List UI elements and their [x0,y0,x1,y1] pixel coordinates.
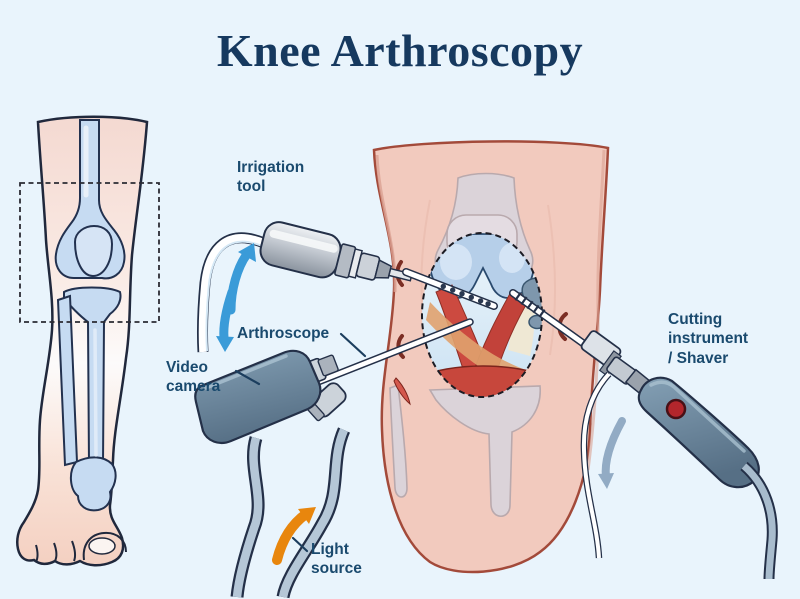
shaver-illustration [509,289,778,580]
leg-overview-illustration [16,115,160,567]
video-camera-illustration [194,349,351,599]
label-cutting-instrument: Cutting instrument / Shaver [668,311,749,367]
label-connectors [234,332,367,553]
shaver-tube-arrow-icon [598,417,626,489]
irrigation-flow-arrows [216,243,256,352]
ankle-bone [70,456,117,512]
connector-arthroscope [339,332,367,358]
connector-video-camera [234,369,261,386]
label-video-camera: Video camera [166,359,221,396]
label-arthroscope: Arthroscope [237,325,330,342]
knee-highlight-box [19,182,160,323]
shaver-ribbed-tip [514,292,546,318]
connector-light-source [291,536,309,553]
shaver-button [665,398,687,420]
label-irrigation-tool: Irrigation tool [237,159,305,196]
page-title: Knee Arthroscopy [216,25,584,76]
irrigation-tool-illustration [196,221,498,353]
knee-closeup-illustration [372,140,610,574]
camera-body [194,349,322,445]
patella-bone [73,224,114,278]
camera-cables [230,427,351,599]
flow-arrow-down-icon [219,287,237,343]
shaver-handle [637,376,760,489]
label-light-source: Light source [311,541,362,578]
arthroscope-illustration [296,318,474,393]
light-source-arrow-icon [272,507,316,565]
toenail [88,537,116,555]
